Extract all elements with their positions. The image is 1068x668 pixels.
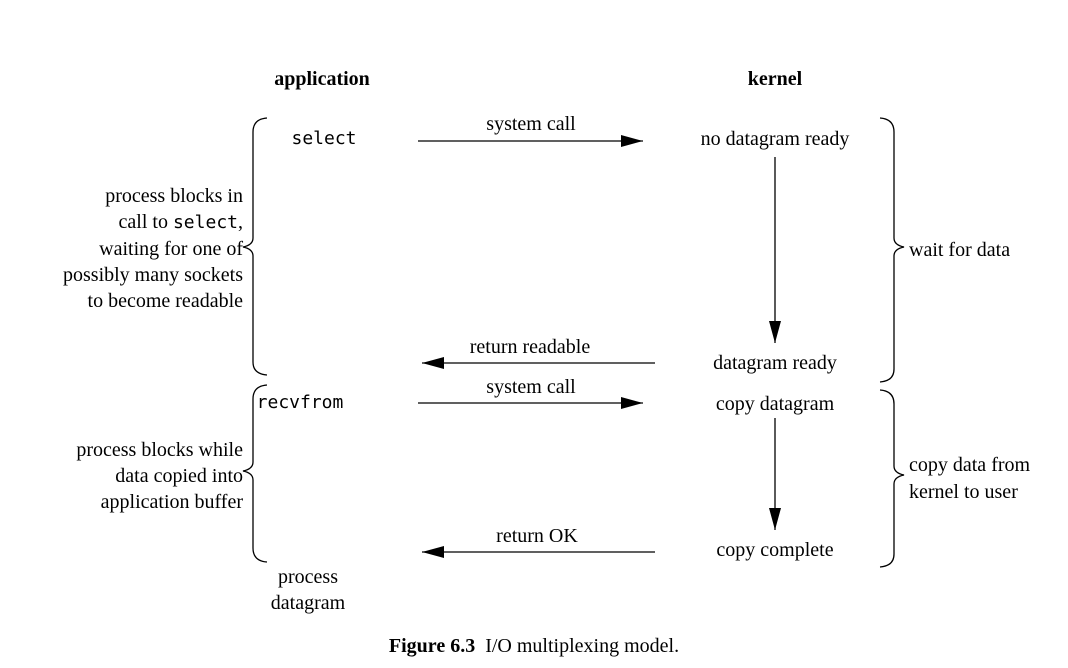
copy-datagram-node: copy datagram bbox=[715, 393, 835, 415]
recvfrom-call-node: recvfrom bbox=[256, 392, 344, 413]
select-inline-code: select bbox=[172, 212, 238, 233]
process-datagram-line1: process bbox=[278, 566, 338, 588]
system-call-top-label: system call bbox=[486, 113, 576, 135]
system-call-bottom-label: system call bbox=[486, 376, 576, 398]
left-brace-recvfrom-block bbox=[242, 384, 268, 563]
recvfrom-annotation-line2: data copied into bbox=[115, 465, 243, 487]
copy-complete-node: copy complete bbox=[716, 539, 834, 561]
no-datagram-ready-node: no datagram ready bbox=[700, 128, 850, 150]
select-annotation-line3: waiting for one of bbox=[99, 238, 243, 260]
process-datagram-node: process datagram bbox=[248, 564, 368, 616]
application-column-header: application bbox=[274, 68, 370, 90]
process-datagram-line2: datagram bbox=[270, 592, 346, 614]
recvfrom-annotation-line1: process blocks while bbox=[76, 439, 243, 461]
return-readable-label: return readable bbox=[469, 336, 591, 358]
select-annotation-line2: call to select, bbox=[118, 211, 243, 233]
select-annotation-line4: possibly many sockets bbox=[63, 264, 243, 286]
datagram-ready-node: datagram ready bbox=[713, 352, 837, 374]
figure-caption-text: I/O multiplexing model. bbox=[485, 635, 680, 657]
recvfrom-annotation-line3: application buffer bbox=[100, 491, 243, 513]
figure-caption: Figure 6.3 I/O multiplexing model. bbox=[284, 633, 784, 659]
right-brace-copy-block bbox=[879, 389, 905, 568]
select-annotation-line5: to become readable bbox=[87, 290, 243, 312]
recvfrom-block-annotation: process blocks while data copied into ap… bbox=[20, 437, 243, 515]
select-call-node: select bbox=[291, 128, 357, 149]
select-annotation-line1: process blocks in bbox=[105, 185, 243, 207]
select-block-annotation: process blocks in call to select, waitin… bbox=[20, 183, 243, 314]
left-brace-select-block bbox=[242, 117, 268, 376]
wait-for-data-annotation: wait for data bbox=[909, 239, 1011, 261]
figure-caption-number: Figure 6.3 bbox=[388, 635, 476, 657]
copy-data-annotation-line2: kernel to user bbox=[909, 481, 1018, 503]
return-ok-label: return OK bbox=[496, 525, 578, 547]
kernel-column-header: kernel bbox=[747, 68, 803, 90]
copy-data-annotation-line1: copy data from bbox=[909, 454, 1031, 476]
right-brace-wait-block bbox=[879, 117, 905, 383]
copy-data-annotation: copy data from kernel to user bbox=[909, 452, 1030, 506]
